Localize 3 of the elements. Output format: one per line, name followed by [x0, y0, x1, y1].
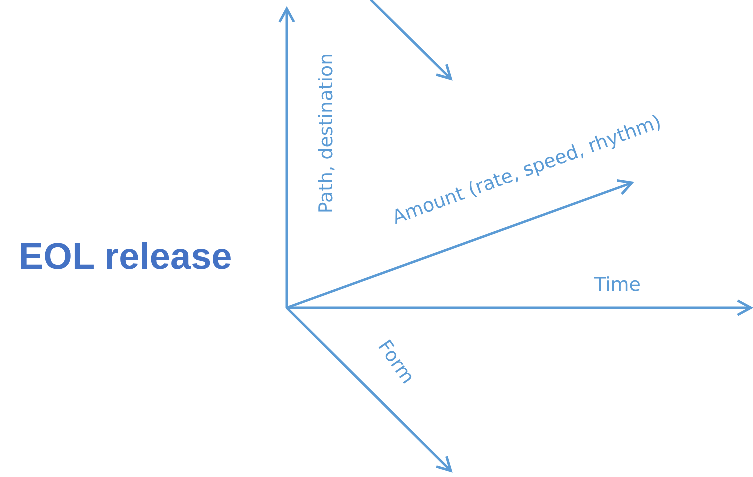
diagram-title: EOL release: [19, 238, 232, 275]
axis-label: Time: [594, 276, 641, 294]
axis-label: Path, destination: [318, 52, 337, 214]
